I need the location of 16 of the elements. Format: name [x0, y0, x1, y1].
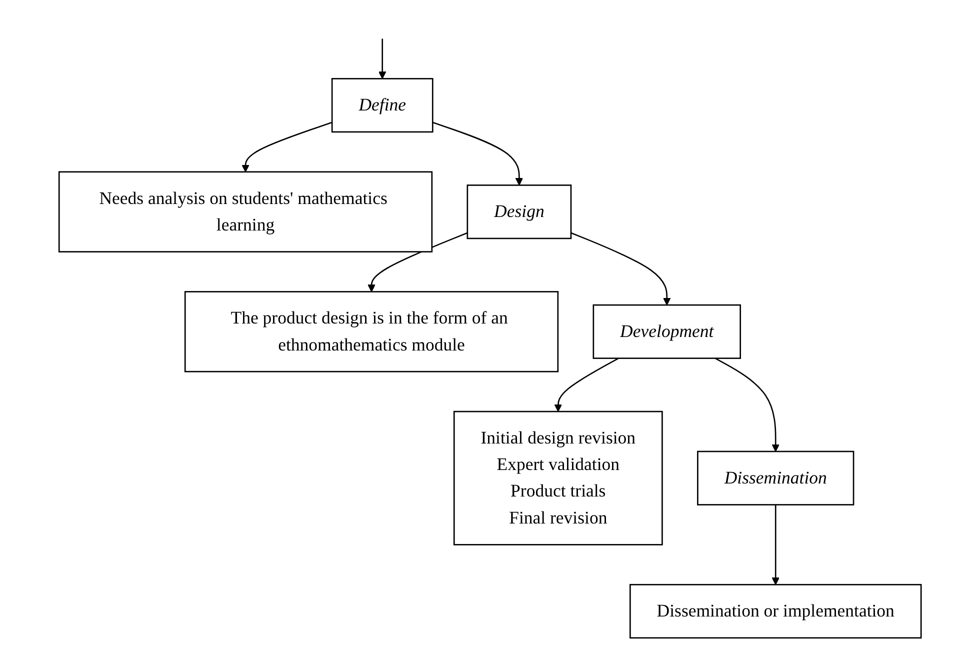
node-box: Dissemination or implementation [629, 584, 922, 639]
node-box: Dissemination [696, 450, 854, 506]
arrow [570, 232, 671, 306]
node-box: Initial design revision Expert validation Product trials Final revision [453, 410, 663, 546]
node-box: Needs analysis on students' mathematics learning [58, 171, 432, 252]
arrow [772, 504, 780, 585]
arrow [242, 122, 332, 172]
node-box: The product design is in the form of an ethnomathematics module [184, 291, 558, 372]
arrow [368, 232, 468, 292]
arrow [554, 358, 619, 412]
node-box: Development [592, 304, 741, 359]
arrow [432, 122, 523, 186]
arrow [714, 358, 780, 452]
node-box: Design [466, 184, 572, 240]
node-box: Define [331, 78, 434, 133]
arrow [378, 38, 386, 80]
